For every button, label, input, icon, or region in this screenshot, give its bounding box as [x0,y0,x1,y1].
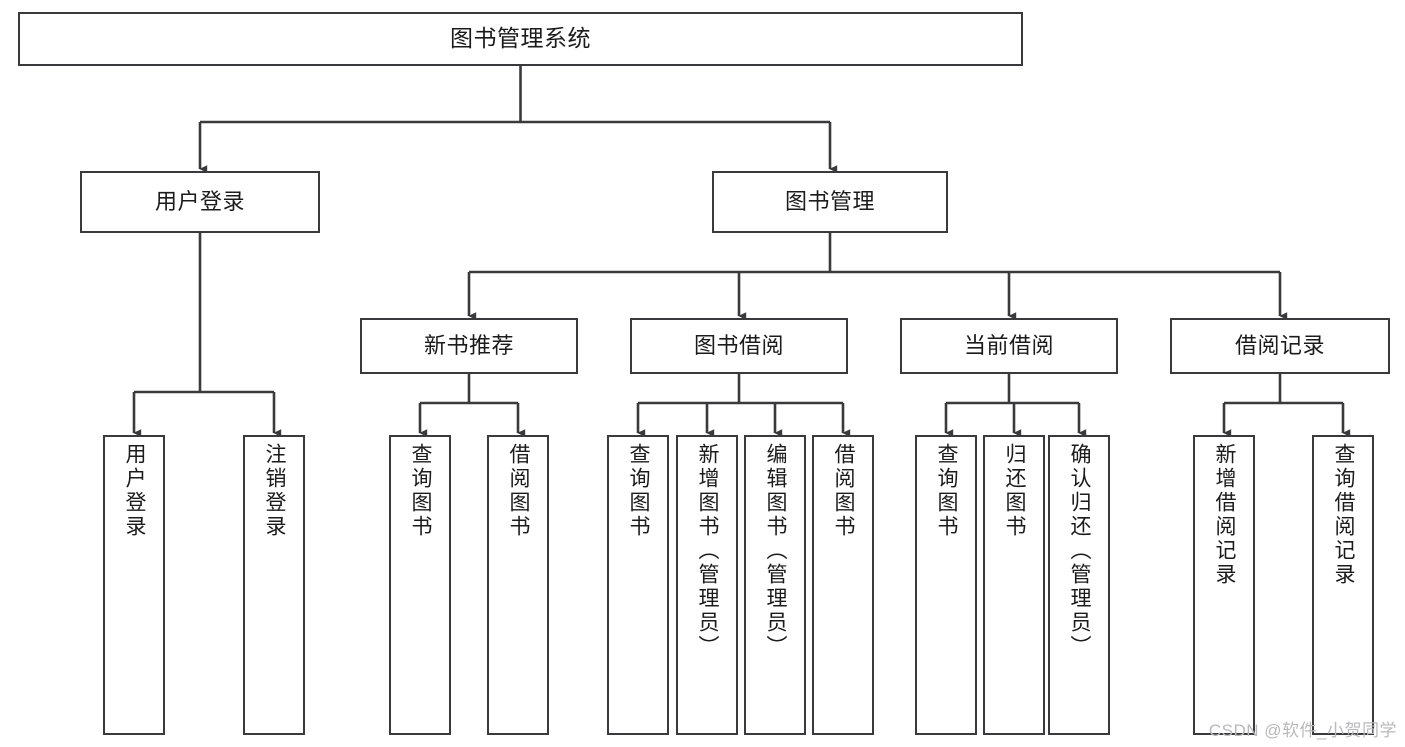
node-leaf-query-book-2[interactable]: 查询图书 [607,435,669,735]
node-label: 查询图书 [935,443,959,539]
node-label: 用户登录 [123,443,147,539]
node-label: 图书借阅 [693,333,784,359]
node-leaf-edit-book[interactable]: 编辑图书（管理员） [744,435,806,735]
node-label: 新增借阅记录 [1213,443,1237,587]
node-leaf-borrow-book-1[interactable]: 借阅图书 [487,435,549,735]
node-leaf-logout[interactable]: 注销登录 [243,435,305,735]
node-label: 查询图书 [627,443,651,539]
node-new-book-recommend[interactable]: 新书推荐 [360,318,578,374]
node-user-login[interactable]: 用户登录 [80,171,320,233]
node-label: 新增图书（管理员） [696,443,720,659]
node-leaf-user-login[interactable]: 用户登录 [103,435,165,735]
node-leaf-add-record[interactable]: 新增借阅记录 [1193,435,1255,735]
node-leaf-query-book-1[interactable]: 查询图书 [389,435,451,735]
node-label: 当前借阅 [963,333,1054,359]
node-leaf-query-book-3[interactable]: 查询图书 [915,435,977,735]
node-label: 查询借阅记录 [1332,443,1356,587]
node-label: 用户登录 [154,189,245,215]
node-label: 编辑图书（管理员） [764,443,788,659]
node-label: 归还图书 [1003,443,1027,539]
node-current-borrow[interactable]: 当前借阅 [900,318,1118,374]
node-label: 图书管理 [784,189,875,215]
node-label: 确认归还（管理员） [1068,443,1092,659]
node-label: 新书推荐 [423,333,514,359]
node-label: 借阅记录 [1234,333,1325,359]
node-label: 借阅图书 [832,443,856,539]
node-book-manage[interactable]: 图书管理 [712,171,948,233]
node-label: 注销登录 [263,443,287,539]
node-book-borrow[interactable]: 图书借阅 [630,318,848,374]
csdn-watermark: CSDN @软件_小贺同学 [1208,721,1397,740]
node-label: 图书管理系统 [450,25,591,52]
node-leaf-borrow-book-2[interactable]: 借阅图书 [812,435,874,735]
node-leaf-add-book[interactable]: 新增图书（管理员） [676,435,738,735]
node-leaf-query-record[interactable]: 查询借阅记录 [1312,435,1374,735]
node-leaf-confirm-return[interactable]: 确认归还（管理员） [1048,435,1110,735]
node-label: 查询图书 [409,443,433,539]
node-root[interactable]: 图书管理系统 [18,12,1023,66]
node-leaf-return-book[interactable]: 归还图书 [983,435,1045,735]
node-label: 借阅图书 [507,443,531,539]
node-borrow-record[interactable]: 借阅记录 [1170,318,1390,374]
